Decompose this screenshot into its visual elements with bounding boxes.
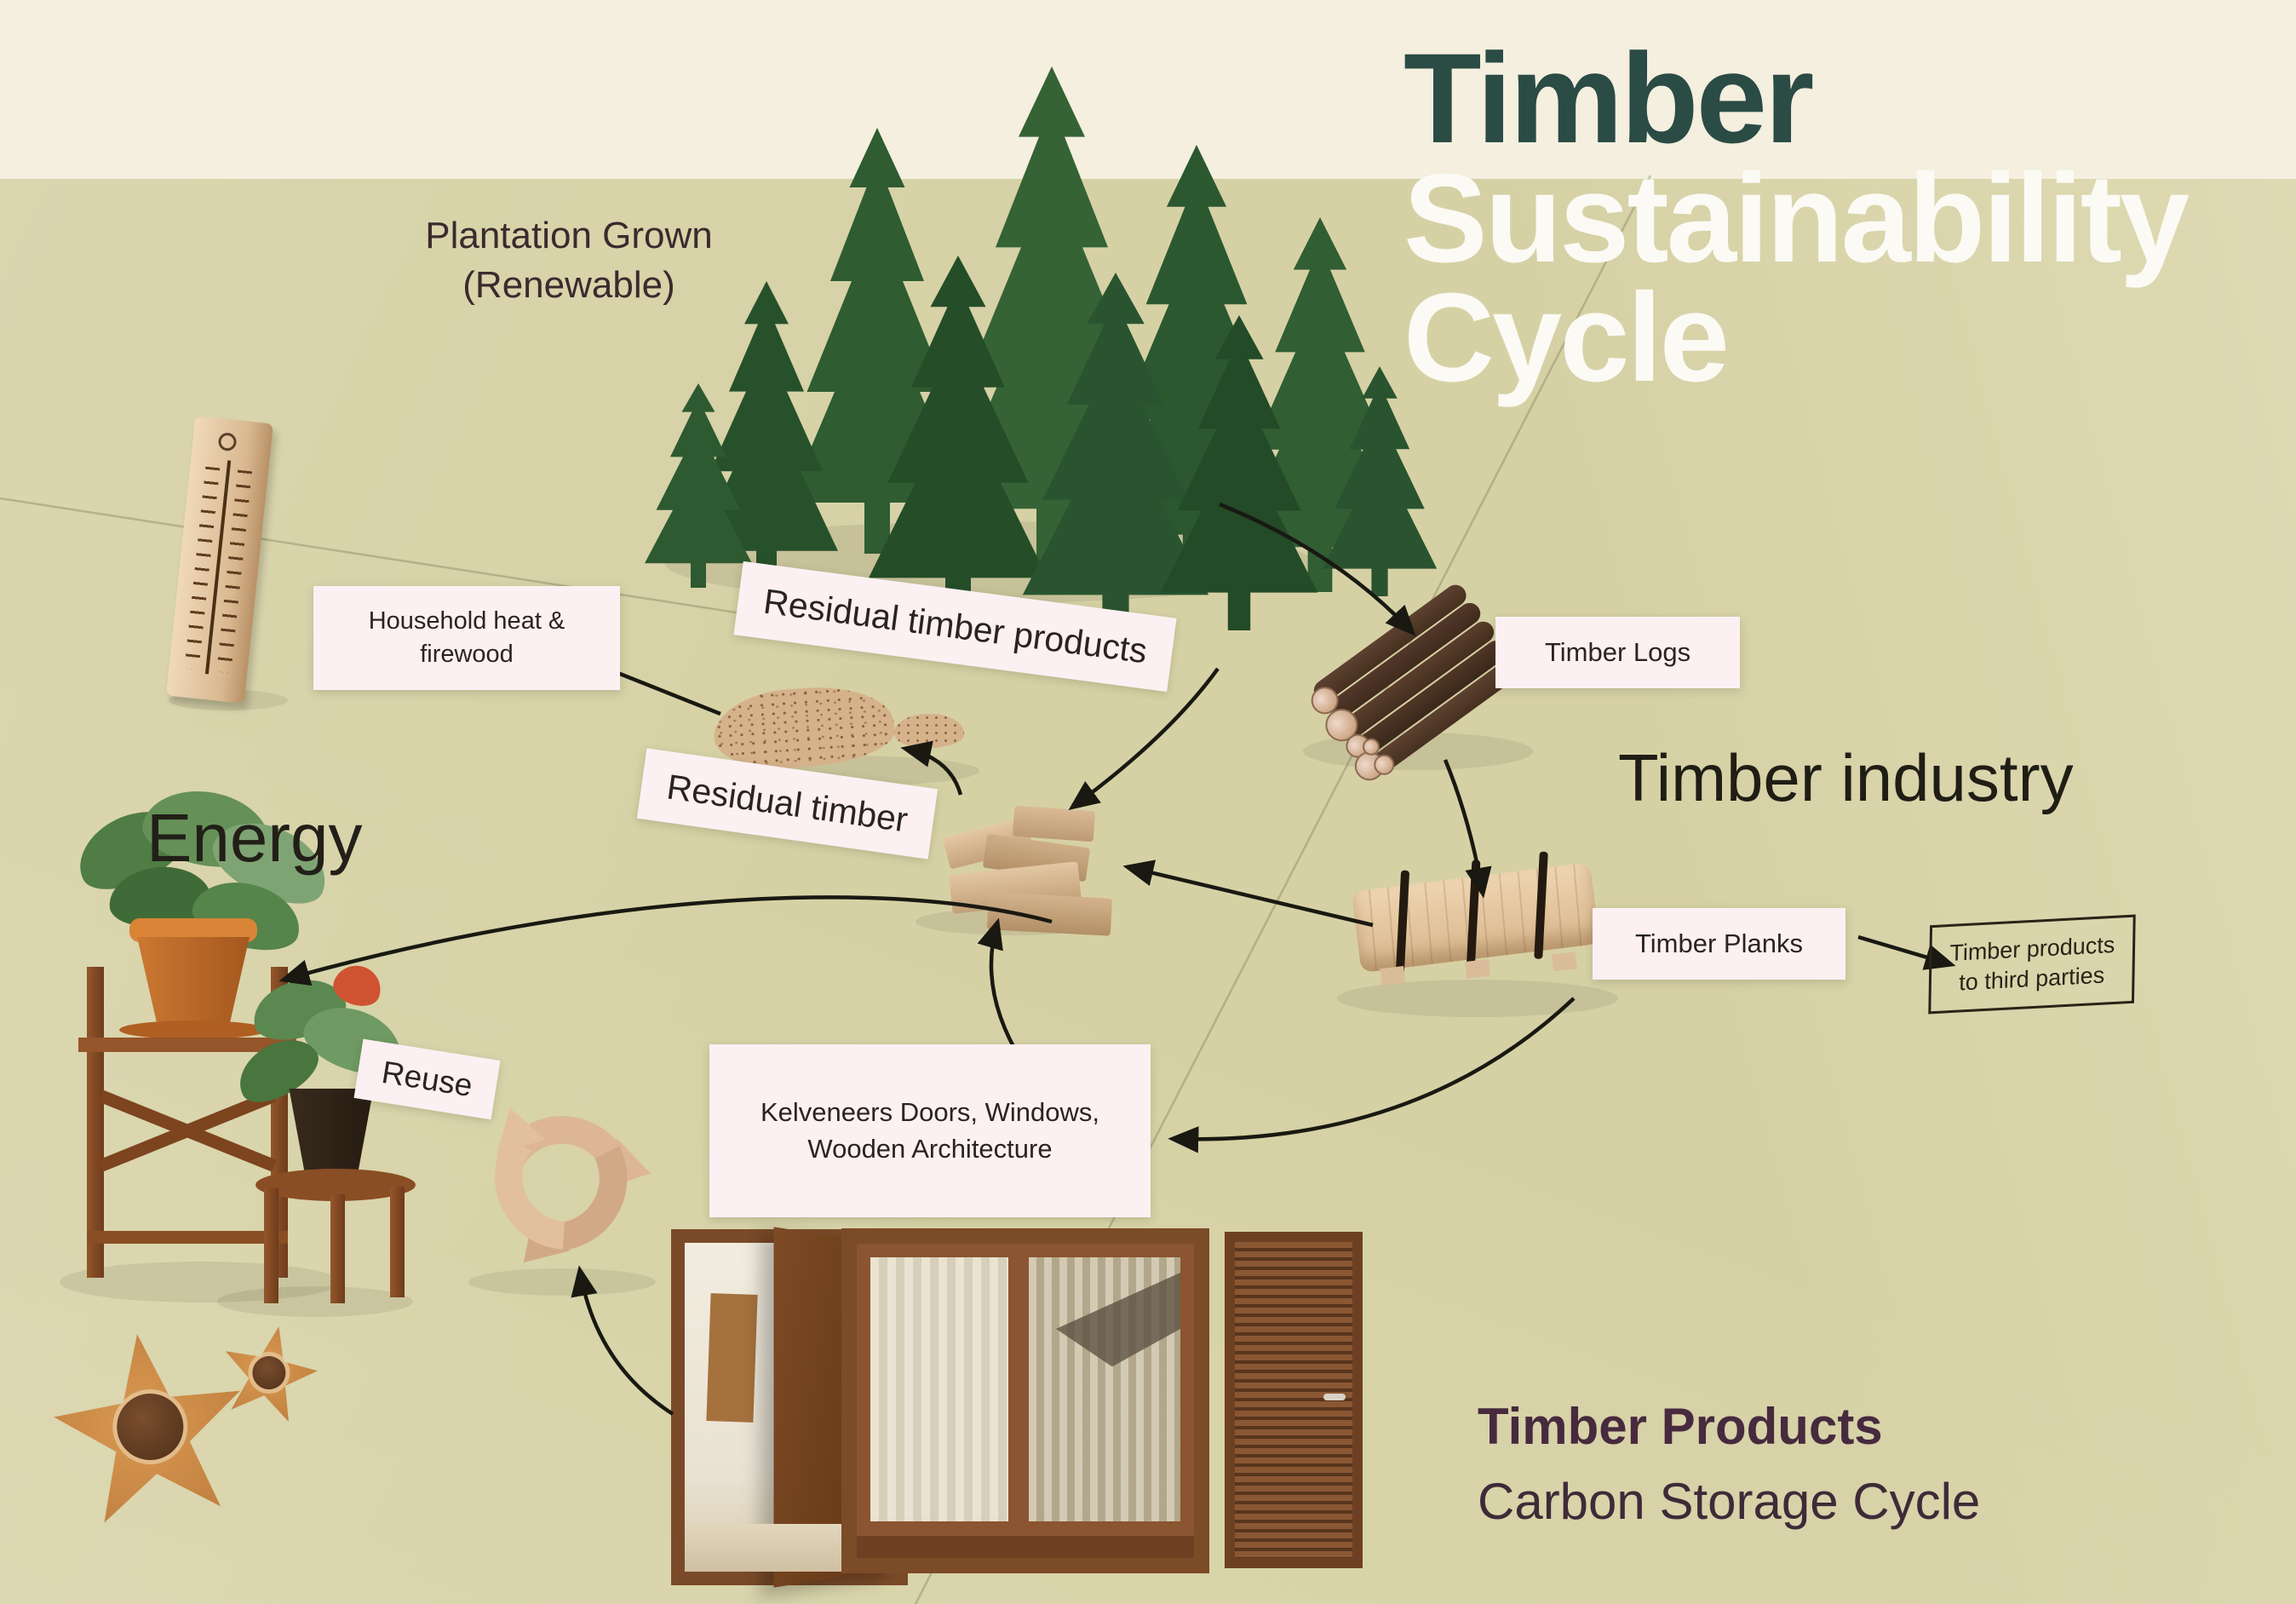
- background-top-band: [0, 0, 2296, 179]
- dark-pot: [289, 1089, 374, 1176]
- household-heat-label: Household heat & firewood: [313, 586, 620, 691]
- stand-shelf: [78, 1038, 296, 1052]
- wood-shavings-pile-small: [894, 714, 964, 748]
- bundle-foot: [1551, 951, 1577, 972]
- energy-heading: Energy: [146, 800, 363, 876]
- third-parties-stamp: Timber products to third parties: [1928, 914, 2136, 1015]
- title-cycle: Cycle: [1403, 267, 1730, 409]
- carbon-storage-heading: Carbon Storage Cycle: [1478, 1473, 1981, 1530]
- thermometer-scale: [216, 469, 253, 674]
- wooden-sliding-window: [841, 1228, 1209, 1573]
- residual-wood-pieces: [935, 796, 1122, 946]
- window-sash-reflection: [1020, 1249, 1189, 1530]
- recycle-arc: [548, 1146, 628, 1251]
- bundle-foot: [1380, 965, 1406, 986]
- timber-logs-label: Timber Logs: [1495, 617, 1741, 688]
- title-timber: Timber: [1403, 26, 1814, 170]
- timber-products-heading: Timber Products: [1478, 1398, 1883, 1455]
- wall-panel: [706, 1293, 758, 1423]
- terracotta-pot: [137, 937, 250, 1026]
- wood-piece: [1012, 805, 1096, 842]
- door-handle: [1323, 1394, 1346, 1401]
- thermometer-hole: [217, 432, 238, 452]
- star-knob: [250, 1353, 289, 1392]
- stand-leg: [264, 1188, 278, 1303]
- plantation-grown-heading: Plantation Grown (Renewable): [425, 215, 713, 307]
- pot-saucer: [119, 1020, 267, 1039]
- window-rail: [857, 1536, 1194, 1558]
- wooden-louvered-door: [1225, 1232, 1363, 1568]
- bundle-foot: [1464, 958, 1491, 979]
- title-sustainability: Sustainability: [1403, 147, 2190, 289]
- timber-industry-heading: Timber industry: [1618, 740, 2074, 815]
- wood-piece: [986, 892, 1113, 936]
- recycle-arc: [495, 1135, 565, 1250]
- thermometer-scale: [184, 466, 221, 670]
- page-title: Timber Sustainability Cycle: [1403, 26, 2190, 409]
- kelveneers-label: Kelveneers Doors, Windows, Wooden Archit…: [709, 1044, 1151, 1217]
- wooden-recycle-arrows: [495, 1107, 651, 1263]
- stand-leg: [390, 1187, 405, 1297]
- star-knob: [112, 1389, 187, 1464]
- stand-crossbar: [87, 1231, 288, 1244]
- recycle-arrowhead: [497, 1107, 546, 1155]
- timber-planks-label: Timber Planks: [1593, 908, 1845, 980]
- window-sash-curtain: [862, 1249, 1017, 1530]
- stand-leg: [330, 1194, 345, 1303]
